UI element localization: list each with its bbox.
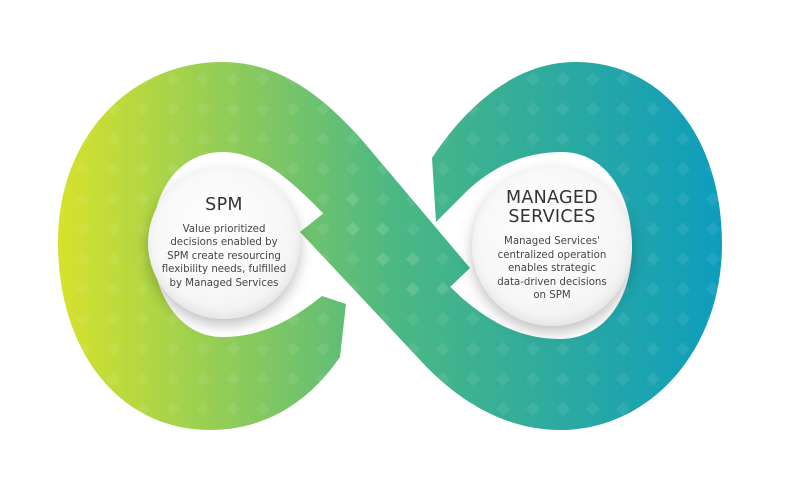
loop-texture-left — [58, 62, 470, 430]
loop-band — [58, 62, 722, 430]
spm-node: SPM Value prioritized decisions enabled … — [148, 167, 300, 319]
managed-services-node-description: Managed Services' centralized operation … — [497, 236, 607, 302]
managed-services-node: MANAGED SERVICES Managed Services' centr… — [472, 166, 632, 326]
loop-texture-right — [300, 62, 722, 430]
managed-services-node-title: MANAGED SERVICES — [505, 188, 599, 228]
spm-node-title: SPM — [205, 194, 243, 215]
spm-node-description: Value prioritized decisions enabled by S… — [161, 223, 287, 289]
